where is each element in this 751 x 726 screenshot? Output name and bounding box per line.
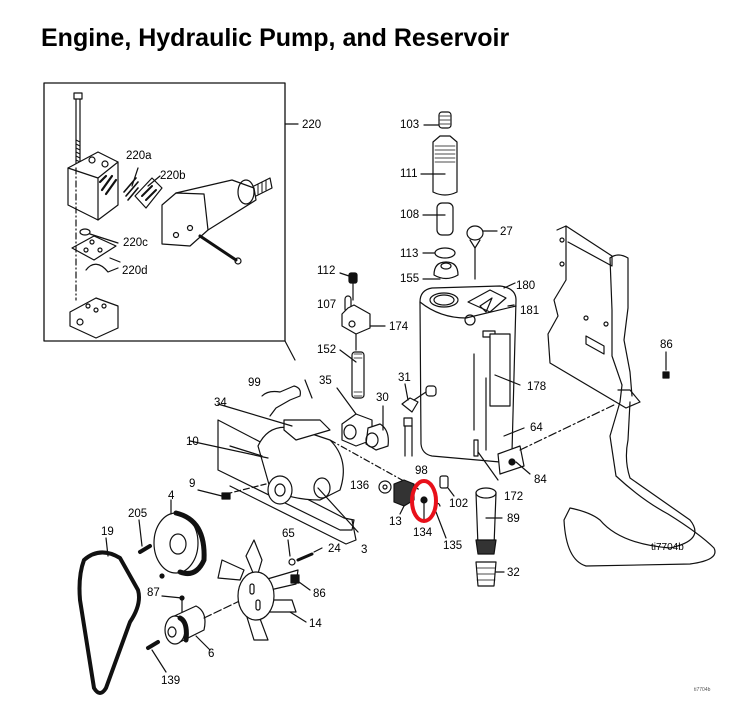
callout-112: 112	[317, 265, 336, 277]
callout-136: 136	[350, 480, 370, 492]
callout-220d: 220d	[122, 265, 148, 277]
callout-9: 9	[189, 478, 196, 490]
callout-172: 172	[504, 491, 524, 503]
highlight-circle-134	[410, 479, 438, 523]
callout-86-fan: 86	[313, 588, 326, 600]
callout-181: 181	[520, 305, 540, 317]
filter-tube-89	[475, 487, 505, 587]
pump-assembly	[189, 379, 455, 545]
callout-30: 30	[376, 392, 389, 404]
callout-134: 134	[413, 527, 433, 539]
callout-174: 174	[389, 321, 409, 333]
callout-99: 99	[248, 377, 261, 389]
callout-155: 155	[400, 273, 420, 285]
engine-drive	[77, 499, 323, 695]
figure-id: ti7704b	[651, 542, 684, 553]
callout-113: 113	[400, 248, 419, 260]
callout-65: 65	[282, 528, 295, 540]
callout-98: 98	[415, 465, 428, 477]
callout-107: 107	[317, 299, 337, 311]
callout-220b: 220b	[160, 170, 186, 182]
callout-111: 111	[400, 168, 418, 180]
callout-178: 178	[527, 381, 547, 393]
callout-35: 35	[319, 375, 332, 387]
callout-14: 14	[309, 618, 322, 630]
callout-64: 64	[530, 422, 543, 434]
callout-6: 6	[208, 648, 215, 660]
callout-34: 34	[214, 397, 227, 409]
callout-10: 10	[186, 436, 199, 448]
cart-frame	[547, 225, 716, 567]
callout-108: 108	[400, 209, 420, 221]
callout-19: 19	[101, 526, 114, 538]
callout-139: 139	[161, 675, 181, 687]
figure-id-small: ti7704b	[694, 687, 711, 693]
callout-220a: 220a	[126, 150, 152, 162]
callout-24: 24	[328, 543, 341, 555]
callout-87: 87	[147, 587, 160, 599]
filter-assembly	[420, 111, 498, 280]
callout-135: 135	[443, 540, 463, 552]
page-title: Engine, Hydraulic Pump, and Reservoir	[41, 24, 510, 52]
hose-fittings	[336, 272, 437, 457]
callout-84: 84	[534, 474, 547, 486]
reservoir-tank	[419, 282, 617, 481]
callout-13: 13	[389, 516, 402, 528]
callout-86-frame: 86	[660, 339, 673, 351]
callout-4: 4	[168, 490, 175, 502]
callout-32: 32	[507, 567, 520, 579]
callout-89: 89	[507, 513, 520, 525]
callout-220: 220	[302, 119, 322, 131]
inset-box-220	[43, 82, 299, 361]
callout-102: 102	[449, 498, 469, 510]
callout-220c: 220c	[123, 237, 148, 249]
callout-180: 180	[516, 280, 536, 292]
callout-3: 3	[361, 544, 368, 556]
callout-205: 205	[128, 508, 148, 520]
callout-103: 103	[400, 119, 420, 131]
callout-31: 31	[398, 372, 411, 384]
callout-152: 152	[317, 344, 337, 356]
callout-27: 27	[500, 226, 513, 238]
